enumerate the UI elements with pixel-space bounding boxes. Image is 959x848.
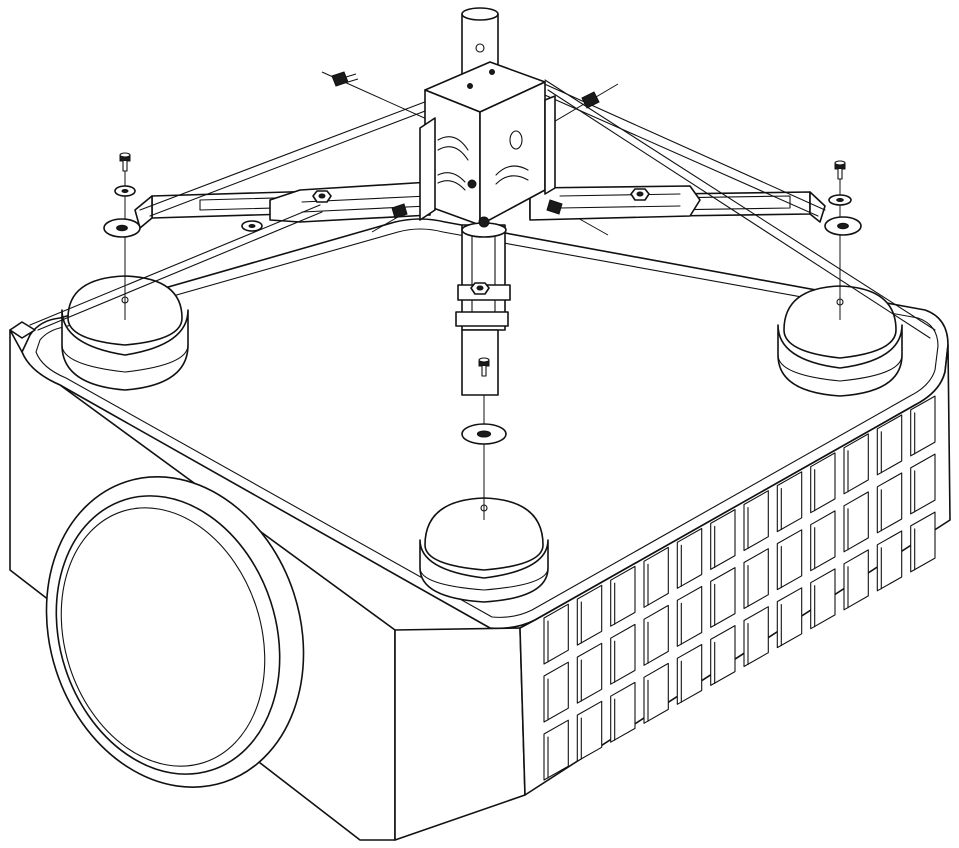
vent-slot: [876, 414, 903, 476]
vent-slot: [743, 606, 769, 668]
vent-slot: [743, 490, 769, 552]
mount-arm-left: [134, 181, 431, 229]
vent-slot: [810, 452, 836, 514]
vent-slot: [610, 623, 636, 685]
fasteners: [103, 71, 862, 445]
vent-slot: [843, 491, 869, 553]
nut: [470, 282, 490, 295]
vent-slot: [610, 681, 636, 743]
vent-slot: [910, 511, 936, 573]
washer: [241, 220, 263, 232]
projector-top-rim: [35, 228, 939, 618]
washer: [461, 423, 507, 445]
lens: [45, 476, 305, 788]
screw: [834, 160, 846, 180]
vent-slot: [710, 625, 736, 686]
vent-slot: [676, 585, 703, 647]
vent-slot: [676, 527, 703, 589]
ceiling-mount-bracket: [419, 61, 556, 226]
screw: [391, 179, 563, 228]
vent-slot: [710, 567, 736, 628]
mount-arm-right: [529, 185, 826, 223]
vent-slot: [610, 565, 636, 627]
vent-slot: [876, 530, 903, 592]
vent-grille: [543, 395, 936, 781]
vent-slot: [810, 568, 836, 630]
vent-slot: [643, 604, 669, 666]
screw: [331, 71, 359, 87]
vent-slot: [810, 510, 836, 572]
nut: [630, 188, 650, 201]
nut: [312, 190, 332, 203]
washer: [824, 216, 862, 236]
vent-slot: [576, 642, 603, 704]
vent-slot: [643, 662, 669, 724]
screw: [478, 357, 490, 377]
washer: [828, 194, 852, 206]
vent-slot: [576, 584, 603, 646]
projector-corner-tab: [9, 321, 36, 339]
vent-slot: [910, 395, 936, 457]
projector-front-facet: [394, 627, 526, 841]
screw: [119, 152, 131, 172]
screw: [581, 91, 600, 109]
vent-slot: [710, 509, 736, 570]
vent-slot: [543, 661, 569, 723]
vent-slot: [843, 549, 869, 611]
washer: [114, 185, 136, 197]
vent-slot: [776, 471, 803, 533]
vent-slot: [743, 548, 769, 610]
vent-slot: [676, 643, 703, 705]
washer: [103, 218, 141, 238]
mounting-pad-right: [777, 285, 903, 397]
vent-slot: [876, 472, 903, 534]
vent-slot: [776, 587, 803, 649]
vent-slot: [643, 546, 669, 608]
vent-slot: [843, 433, 869, 495]
vent-slot: [776, 529, 803, 591]
vent-slot: [910, 453, 936, 515]
vent-slot: [576, 700, 603, 762]
mounting-pad-front: [419, 497, 549, 603]
vent-slot: [543, 603, 569, 665]
vent-slot: [543, 719, 569, 781]
